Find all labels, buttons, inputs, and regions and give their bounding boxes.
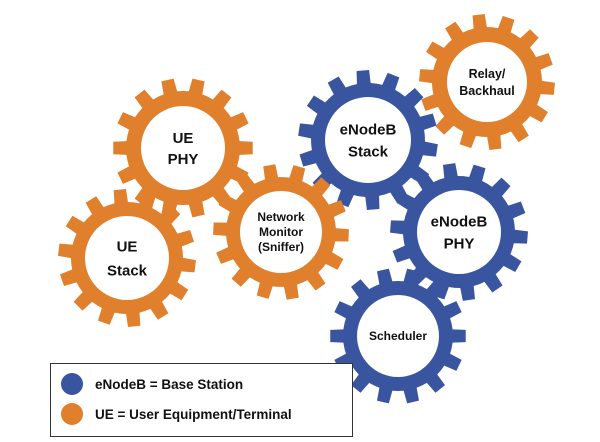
- gear-label: Monitor: [259, 225, 303, 239]
- orange-dot-icon: [61, 403, 83, 425]
- gear-label: eNodeB: [431, 213, 488, 230]
- gear-label: Stack: [107, 262, 148, 279]
- gear-label: Backhaul: [459, 84, 515, 98]
- gear-label: PHY: [444, 235, 475, 252]
- gear-label: Relay/: [469, 67, 506, 81]
- legend-box: eNodeB = Base Station UE = User Equipmen…: [50, 363, 353, 437]
- gear-label: Network: [257, 210, 305, 224]
- legend-item-orange: UE = User Equipment/Terminal: [61, 402, 292, 426]
- gear-center: [85, 216, 169, 300]
- gear-label: eNodeB: [340, 121, 397, 138]
- gear-label: UE: [173, 130, 194, 147]
- gear-ue-phy: UE PHY: [113, 78, 253, 218]
- gear-center: [357, 295, 439, 377]
- gear-label: Scheduler: [369, 329, 427, 343]
- gear-center: [447, 42, 527, 122]
- legend-item-blue: eNodeB = Base Station: [61, 372, 243, 396]
- gear-center: [325, 97, 411, 183]
- gear-scheduler: Scheduler: [330, 268, 466, 404]
- gear-center: [417, 190, 501, 274]
- gear-label: Stack: [348, 143, 389, 160]
- legend-label: eNodeB = Base Station: [95, 376, 244, 392]
- gear-enodeb-phy: eNodeB PHY: [390, 163, 528, 301]
- legend-label: UE = User Equipment/Terminal: [95, 406, 292, 422]
- gear-center: [240, 191, 322, 273]
- gear-label: (Sniffer): [258, 240, 304, 254]
- gear-enodeb-stack: eNodeB Stack: [298, 70, 438, 210]
- gear-center: [141, 106, 225, 190]
- gear-label: PHY: [168, 151, 199, 168]
- gear-ue-stack: UE Stack: [58, 189, 196, 327]
- blue-dot-icon: [61, 373, 83, 395]
- gear-label: UE: [117, 238, 138, 255]
- gear-relay-backhaul: Relay/Backhaul: [419, 14, 555, 150]
